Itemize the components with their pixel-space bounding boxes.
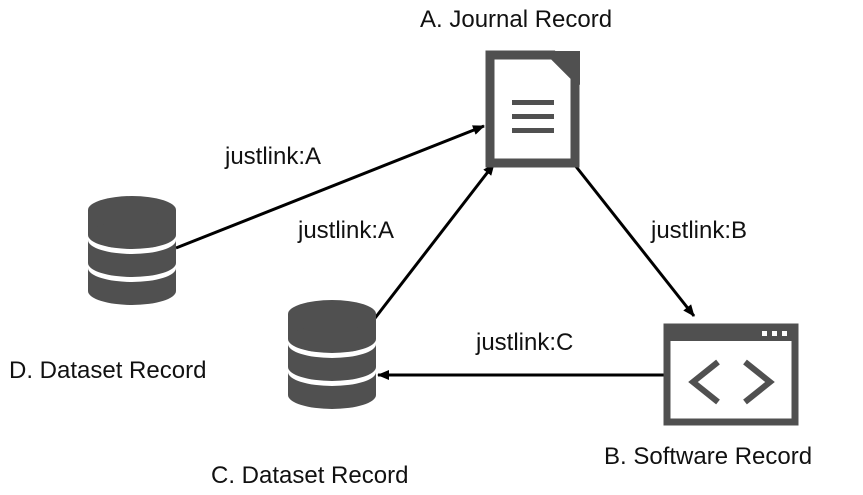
edge-c-to-a-label: justlink:A <box>298 217 395 244</box>
edge-d-to-a-label: justlink:A <box>225 143 322 170</box>
database-icon <box>88 196 176 305</box>
edge-d-to-a-arrow <box>175 124 485 250</box>
journal-record-label: A. Journal Record <box>420 6 613 33</box>
edge-c-to-a-arrow <box>370 163 496 323</box>
dataset-c-record-label: C. Dataset Record <box>211 462 409 489</box>
document-icon <box>485 50 580 168</box>
edge-b-to-c-label: justlink:C <box>476 329 574 356</box>
dataset-d-record-label: D. Dataset Record <box>9 357 207 384</box>
edge-a-to-b-arrow <box>572 163 696 317</box>
edge-a-to-b-label: justlink:B <box>651 217 748 244</box>
database-icon <box>288 300 376 409</box>
code-window-icon <box>663 323 799 426</box>
software-record-label: B. Software Record <box>604 443 813 470</box>
